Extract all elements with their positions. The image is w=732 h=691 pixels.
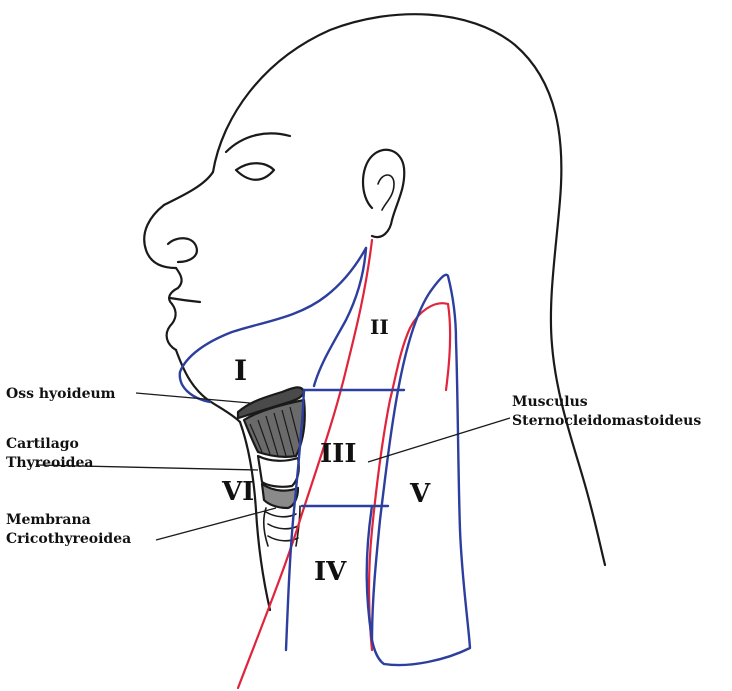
level-V-label: V: [409, 479, 431, 509]
lower-lip: [167, 304, 176, 350]
scm-upper-edge: [446, 304, 450, 390]
scm-posterior-border: [369, 303, 448, 650]
mandible-boundary: [180, 248, 366, 402]
eyebrow: [226, 133, 290, 152]
level-III-label: III: [320, 439, 357, 469]
eye: [236, 163, 274, 180]
ear: [363, 150, 404, 237]
scm-label-line1: Musculus: [512, 394, 588, 410]
larynx: [238, 387, 305, 546]
nostril: [168, 238, 197, 262]
level-VI-label: VI: [221, 477, 254, 507]
thyroid-label-line2: Thyreoidea: [6, 455, 93, 471]
nose: [144, 205, 176, 268]
mouth: [170, 298, 200, 302]
hyoid-label: Oss hyoideum: [6, 386, 116, 402]
level-II-label: II: [370, 315, 389, 339]
crico-label-line2: Cricothyreoidea: [6, 531, 131, 547]
thyroid-label-line1: Cartilago: [6, 436, 79, 452]
ear-inner: [378, 175, 394, 210]
level-I-label: I: [234, 354, 247, 387]
cricoid-cartilage: [258, 456, 299, 487]
scm-label-line2: Sternocleidomastoideus: [512, 413, 701, 429]
crico-label-line1: Membrana: [6, 512, 91, 528]
head-drawing: [144, 14, 605, 610]
level-IV-label: IV: [314, 557, 347, 587]
forehead: [164, 172, 213, 205]
